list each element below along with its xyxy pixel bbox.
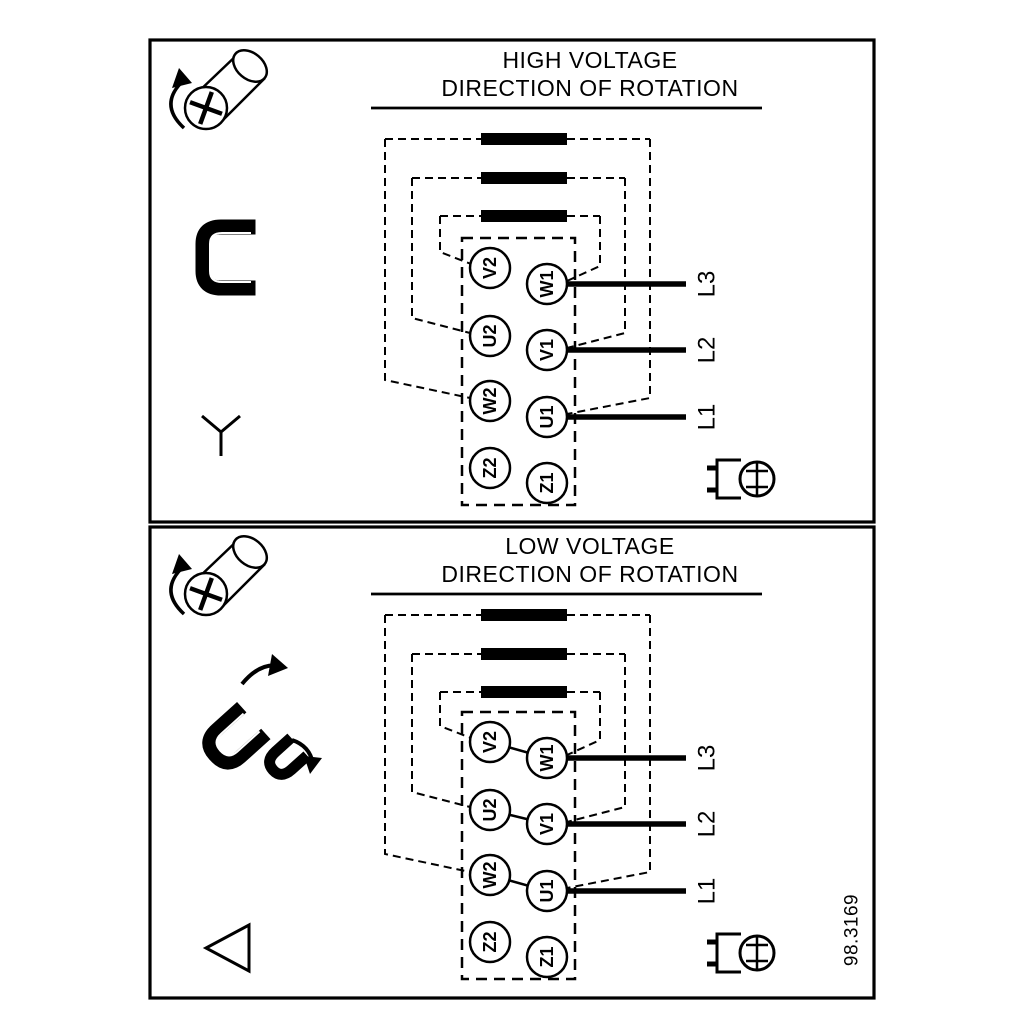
jumper-bar	[481, 172, 567, 184]
delta-connection-icon	[202, 922, 251, 974]
terminal-v2: V2	[468, 720, 512, 764]
terminal-block	[460, 236, 577, 507]
jumper-bar	[481, 210, 567, 222]
terminal-v1: V1	[525, 802, 569, 846]
terminal-v1-label: V1	[537, 339, 557, 361]
jumper-bar	[481, 686, 567, 698]
low-voltage-panel-frame	[148, 525, 876, 1000]
jumper-bar	[481, 133, 567, 145]
terminal-w2: W2	[468, 379, 512, 423]
terminal-u1-label: U1	[537, 879, 557, 902]
jumper-bar	[481, 648, 567, 660]
low-voltage-panel: LOW VOLTAGE DIRECTION OF ROTATION	[169, 533, 863, 981]
terminal-w1: W1	[525, 262, 569, 306]
jumper-links-repositioning-icon	[202, 654, 322, 780]
terminal-u1: U1	[525, 869, 569, 913]
terminal-u2: U2	[468, 314, 512, 358]
panel-title-line1: LOW VOLTAGE	[505, 533, 675, 559]
terminal-u1-label: U1	[537, 405, 557, 428]
terminal-z2: Z2	[468, 446, 512, 490]
star-connection-icon	[201, 414, 241, 456]
terminal-w2-label: W2	[480, 388, 500, 415]
terminal-v2: V2	[468, 246, 512, 290]
terminal-w1: W1	[525, 736, 569, 780]
jumper-bar	[481, 609, 567, 621]
terminal-w1-label: W1	[537, 745, 557, 772]
terminal-z1: Z1	[525, 935, 569, 979]
terminal-v2-label: V2	[480, 257, 500, 279]
terminal-u2: U2	[468, 788, 512, 832]
terminal-w2: W2	[468, 853, 512, 897]
supply-label-l1: L1	[694, 404, 721, 431]
terminal-v1: V1	[525, 328, 569, 372]
figure-number: 98.3169	[842, 894, 863, 966]
high-voltage-panel-frame	[148, 38, 876, 524]
supply-label-l1: L1	[694, 878, 721, 905]
terminal-u1: U1	[525, 395, 569, 439]
jumper-link-bracket-icon	[195, 219, 256, 296]
supply-label-l3: L3	[694, 271, 721, 298]
panel-title-line1: HIGH VOLTAGE	[502, 47, 677, 73]
supply-label-l2: L2	[694, 337, 721, 364]
panel-title-line2: DIRECTION OF ROTATION	[441, 561, 738, 587]
panel-title-line2: DIRECTION OF ROTATION	[441, 75, 738, 101]
screw-rotation-arrow-icon	[169, 534, 269, 617]
terminal-z2-label: Z2	[480, 457, 500, 478]
earth-terminal-icon	[707, 932, 776, 974]
terminal-w1-label: W1	[537, 271, 557, 298]
jumper-wiring	[384, 614, 651, 889]
terminal-u2-label: U2	[480, 798, 500, 821]
terminal-z2: Z2	[468, 920, 512, 964]
terminal-v2-label: V2	[480, 731, 500, 753]
terminal-u2-label: U2	[480, 324, 500, 347]
high-voltage-panel: HIGH VOLTAGE DIRECTION OF ROTATION	[169, 47, 776, 507]
terminal-block	[460, 710, 577, 981]
terminal-v1-label: V1	[537, 813, 557, 835]
earth-terminal-icon	[707, 458, 776, 500]
terminal-z1-label: Z1	[537, 946, 557, 967]
screw-rotation-arrow-icon	[169, 48, 269, 131]
supply-label-l2: L2	[694, 811, 721, 838]
supply-label-l3: L3	[694, 745, 721, 772]
supply-lines	[567, 281, 686, 420]
terminal-z1-label: Z1	[537, 472, 557, 493]
supply-lines	[567, 755, 686, 894]
jumper-wiring	[384, 138, 651, 415]
terminal-z1: Z1	[525, 461, 569, 505]
terminal-z2-label: Z2	[480, 931, 500, 952]
terminal-w2-label: W2	[480, 862, 500, 889]
